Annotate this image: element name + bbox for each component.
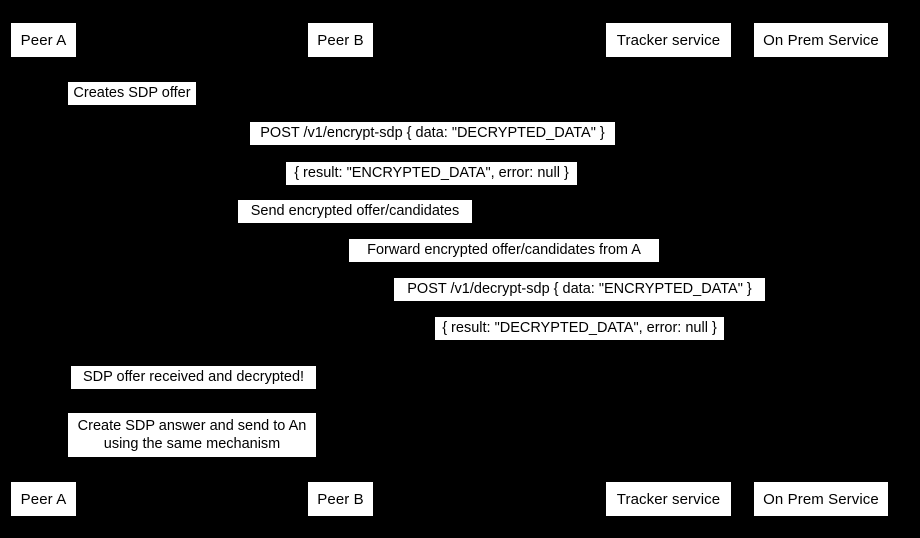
participant-head-peer-a-label: Peer A: [20, 31, 67, 49]
note-create-sdp-answer-line2: using the same mechanism: [103, 436, 281, 452]
note-create-sdp-answer[interactable]: Create SDP answer and send to An using t…: [68, 413, 316, 457]
participant-head-peer-b[interactable]: Peer B: [307, 22, 374, 58]
message-text-post-encrypt-sdp: POST /v1/encrypt-sdp { data: "DECRYPTED_…: [260, 125, 605, 142]
message-label-sdp-offer-received[interactable]: SDP offer received and decrypted!: [71, 366, 316, 389]
participant-foot-peer-a-label: Peer A: [20, 490, 67, 508]
message-text-creates-sdp-offer: Creates SDP offer: [73, 85, 191, 102]
message-label-encrypt-sdp-result[interactable]: { result: "ENCRYPTED_DATA", error: null …: [286, 162, 577, 185]
message-text-decrypt-sdp-result: { result: "DECRYPTED_DATA", error: null …: [442, 320, 717, 337]
message-label-creates-sdp-offer[interactable]: Creates SDP offer: [68, 82, 196, 105]
lifeline-peer-b: [340, 58, 341, 478]
message-text-forward-encrypted-offer: Forward encrypted offer/candidates from …: [367, 242, 641, 259]
participant-head-peer-b-label: Peer B: [317, 31, 364, 49]
note-create-sdp-answer-line1: Create SDP answer and send to An: [77, 417, 307, 434]
message-label-forward-encrypted-offer[interactable]: Forward encrypted offer/candidates from …: [349, 239, 659, 262]
lifeline-tracker: [668, 58, 669, 478]
participant-head-tracker-service-label: Tracker service: [616, 31, 721, 49]
message-text-sdp-offer-received: SDP offer received and decrypted!: [82, 369, 305, 386]
participant-head-peer-a[interactable]: Peer A: [10, 22, 77, 58]
participant-foot-peer-b-label: Peer B: [317, 490, 364, 508]
message-text-encrypt-sdp-result: { result: "ENCRYPTED_DATA", error: null …: [294, 165, 569, 182]
participant-foot-peer-b[interactable]: Peer B: [307, 481, 374, 517]
message-text-post-decrypt-sdp: POST /v1/decrypt-sdp { data: "ENCRYPTED_…: [407, 281, 752, 298]
lifeline-on-prem: [821, 58, 822, 478]
lifeline-peer-a: [43, 58, 44, 478]
participant-foot-on-prem-service-label: On Prem Service: [763, 490, 879, 508]
message-label-decrypt-sdp-result[interactable]: { result: "DECRYPTED_DATA", error: null …: [435, 317, 724, 340]
message-label-post-decrypt-sdp[interactable]: POST /v1/decrypt-sdp { data: "ENCRYPTED_…: [394, 278, 765, 301]
participant-foot-on-prem-service[interactable]: On Prem Service: [753, 481, 889, 517]
participant-head-on-prem-service-label: On Prem Service: [763, 31, 879, 49]
participant-foot-tracker-service-label: Tracker service: [616, 490, 721, 508]
participant-foot-peer-a[interactable]: Peer A: [10, 481, 77, 517]
message-label-post-encrypt-sdp[interactable]: POST /v1/encrypt-sdp { data: "DECRYPTED_…: [250, 122, 615, 145]
participant-head-on-prem-service[interactable]: On Prem Service: [753, 22, 889, 58]
participant-foot-tracker-service[interactable]: Tracker service: [605, 481, 732, 517]
message-label-send-encrypted-offer[interactable]: Send encrypted offer/candidates: [238, 200, 472, 223]
message-text-send-encrypted-offer: Send encrypted offer/candidates: [250, 203, 460, 220]
participant-head-tracker-service[interactable]: Tracker service: [605, 22, 732, 58]
